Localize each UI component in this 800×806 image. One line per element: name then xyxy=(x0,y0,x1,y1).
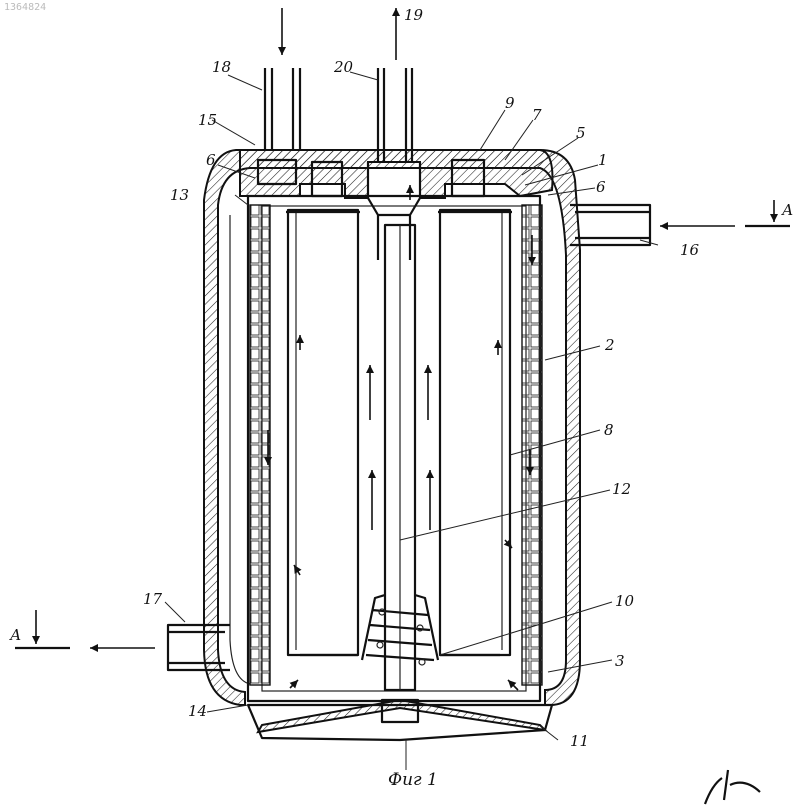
section-mark-right: А xyxy=(745,200,793,226)
label-6-left: 6 xyxy=(206,151,216,169)
leader-lines xyxy=(165,72,658,740)
signature-mark xyxy=(705,770,760,804)
label-5: 5 xyxy=(576,124,586,142)
svg-text:А: А xyxy=(9,626,21,644)
inlet-nozzle-18 xyxy=(265,68,300,150)
label-15: 15 xyxy=(198,111,217,129)
filter-layer-left xyxy=(250,205,270,685)
document-stamp: 1364824 xyxy=(4,2,46,13)
section-mark-left: А xyxy=(9,610,70,648)
svg-text:А: А xyxy=(781,201,793,219)
label-16: 16 xyxy=(680,241,700,259)
label-8: 8 xyxy=(604,421,614,439)
label-18: 18 xyxy=(212,58,231,76)
filter-cartridge-inner xyxy=(262,206,526,691)
label-9: 9 xyxy=(505,94,515,112)
label-14: 14 xyxy=(188,702,207,720)
label-7: 7 xyxy=(532,106,542,124)
label-19: 19 xyxy=(404,6,424,24)
label-3: 3 xyxy=(615,652,625,670)
label-2: 2 xyxy=(604,336,615,354)
figure-caption: Фиг 1 xyxy=(388,770,438,790)
label-13: 13 xyxy=(170,186,189,204)
top-cover xyxy=(240,150,553,198)
inner-element-right xyxy=(440,210,510,655)
side-nozzle-17 xyxy=(168,625,230,670)
label-10: 10 xyxy=(615,592,635,610)
inner-element-left xyxy=(288,210,358,655)
inner-element-caps xyxy=(286,212,512,655)
label-1: 1 xyxy=(598,151,608,169)
label-17: 17 xyxy=(143,590,163,608)
side-nozzle-16 xyxy=(570,205,650,245)
filter-layer-right xyxy=(522,205,542,685)
filter-cartridge-outer xyxy=(248,196,540,701)
outlet-nozzle-20 xyxy=(378,68,412,162)
label-20: 20 xyxy=(333,58,354,76)
outlet-funnel xyxy=(368,162,420,260)
label-6-right: 6 xyxy=(596,178,606,196)
label-12: 12 xyxy=(612,480,631,498)
label-11: 11 xyxy=(570,732,589,750)
